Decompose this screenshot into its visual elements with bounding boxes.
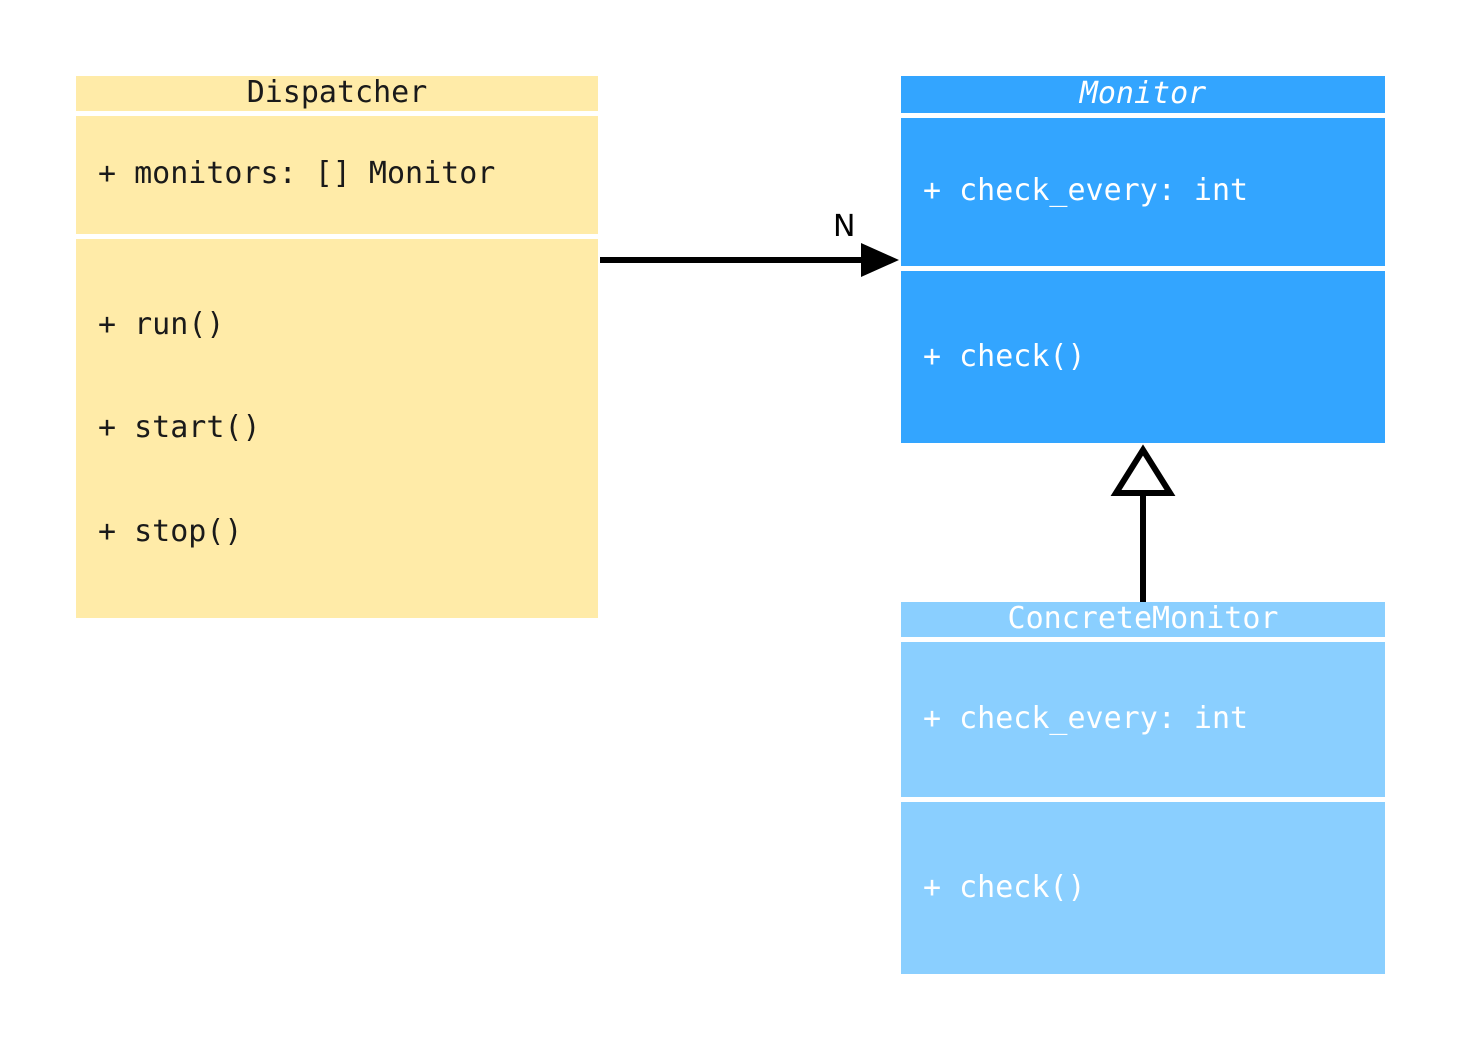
class-name-concrete-monitor: ConcreteMonitor	[1007, 601, 1279, 636]
method-item: + run()	[98, 306, 225, 342]
attribute-list-monitor: + check_every: int	[901, 105, 1385, 278]
filled-arrowhead-icon	[861, 243, 899, 277]
class-name-monitor: Monitor	[1079, 76, 1207, 111]
method-list-dispatcher: + run() + start() + stop()	[76, 239, 598, 619]
class-methods-compartment-concrete-monitor: + check()	[901, 801, 1385, 975]
association-dispatcher-to-monitor	[600, 243, 899, 277]
association-multiplicity-label: N	[833, 209, 856, 244]
attribute-item: + check_every: int	[923, 173, 1249, 209]
attribute-item: + check_every: int	[923, 700, 1249, 736]
class-attributes-compartment-monitor: + check_every: int	[901, 117, 1385, 266]
class-box-dispatcher[interactable]: Dispatcher + monitors: [] Monitor + run(…	[76, 75, 598, 618]
class-methods-compartment-dispatcher: + run() + start() + stop()	[76, 238, 598, 619]
class-title-compartment-dispatcher: Dispatcher	[76, 75, 598, 111]
method-item: + check()	[923, 338, 1086, 374]
class-methods-compartment-monitor: + check()	[901, 270, 1385, 444]
attribute-list-concrete-monitor: + check_every: int	[901, 633, 1385, 806]
generalization-concrete-monitor-to-monitor	[1110, 444, 1176, 602]
method-list-concrete-monitor: + check()	[901, 802, 1385, 975]
attribute-list-dispatcher: + monitors: [] Monitor	[76, 88, 598, 261]
method-item: + stop()	[98, 513, 243, 549]
class-attributes-compartment-dispatcher: + monitors: [] Monitor	[76, 115, 598, 234]
class-box-monitor[interactable]: Monitor + check_every: int + check()	[901, 76, 1385, 443]
class-box-concrete-monitor[interactable]: ConcreteMonitor + check_every: int + che…	[901, 601, 1385, 974]
class-title-compartment-concrete-monitor: ConcreteMonitor	[901, 601, 1385, 637]
method-item: + start()	[98, 410, 261, 445]
class-title-compartment-monitor: Monitor	[901, 76, 1385, 113]
class-attributes-compartment-concrete-monitor: + check_every: int	[901, 641, 1385, 797]
attribute-item: + monitors: [] Monitor	[98, 156, 496, 192]
class-name-dispatcher: Dispatcher	[246, 75, 428, 110]
method-list-monitor: + check()	[901, 271, 1385, 444]
hollow-triangle-arrowhead-icon	[1110, 444, 1176, 496]
method-item: + check()	[923, 869, 1086, 905]
